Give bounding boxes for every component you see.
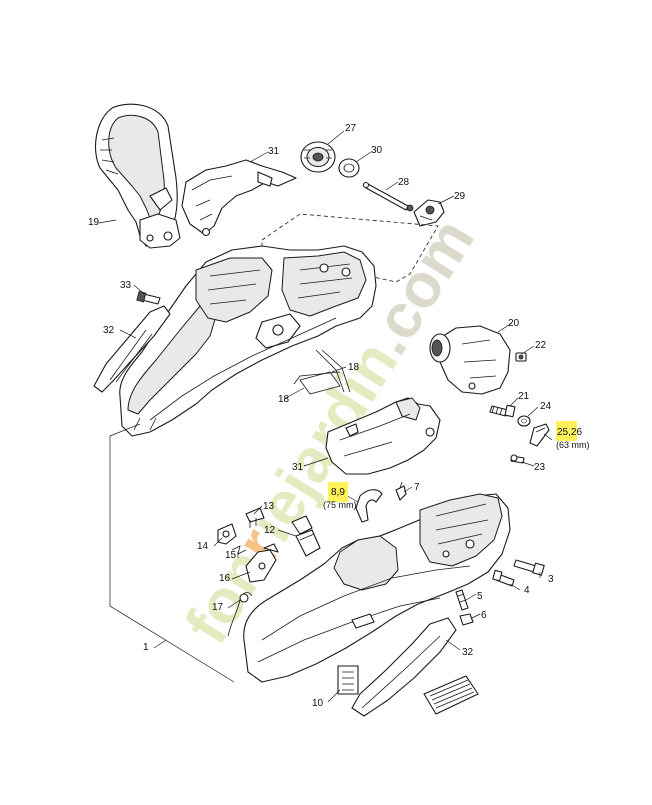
spring-part-13 xyxy=(245,507,265,528)
label-32-top: 32 xyxy=(103,325,115,336)
label-25-26: 25,26 xyxy=(557,427,582,438)
label-16: 16 xyxy=(219,573,231,584)
screw-part-33 xyxy=(136,290,161,305)
highlight-8-9 xyxy=(328,482,348,502)
label-31-lower: 31 xyxy=(292,462,304,473)
label-31-top: 31 xyxy=(268,146,280,157)
label-20: 20 xyxy=(508,318,520,329)
label-12: 12 xyxy=(264,525,276,536)
pin-part xyxy=(362,181,414,212)
nut-part-6 xyxy=(459,613,474,626)
label-21: 21 xyxy=(518,391,530,402)
label-5: 5 xyxy=(477,591,483,602)
label-24: 24 xyxy=(540,401,552,412)
highlight-25-26 xyxy=(556,421,577,441)
grip-strip-part-top xyxy=(93,305,171,393)
washer-part-24 xyxy=(517,415,531,427)
assembly-line-1 xyxy=(109,436,235,683)
screw-part-22 xyxy=(515,352,527,362)
label-28: 28 xyxy=(398,177,410,188)
bolt-part-4 xyxy=(492,569,515,587)
sprocket-part xyxy=(300,141,336,173)
label-3: 3 xyxy=(548,574,554,585)
label-17: 17 xyxy=(212,602,224,613)
label-14: 14 xyxy=(197,541,209,552)
label-7: 7 xyxy=(414,482,420,493)
grip-strip-part-lower xyxy=(351,617,457,717)
handlebar-part xyxy=(95,103,181,249)
bolt-part-21 xyxy=(489,404,516,418)
screw-part-7 xyxy=(395,481,407,501)
label-19: 19 xyxy=(88,217,100,228)
tank-housing xyxy=(243,493,511,683)
spring-clip-part-18 xyxy=(293,349,351,395)
label-6: 6 xyxy=(481,610,487,621)
label-32-lower: 32 xyxy=(462,647,474,658)
label-18-bottom: 18 xyxy=(278,394,290,405)
label-plate xyxy=(423,675,479,715)
label-8-9-note: (75 mm) xyxy=(323,500,357,510)
hose-part-25-26 xyxy=(529,423,550,447)
trigger-part-16 xyxy=(245,543,279,583)
screw-part-23 xyxy=(510,454,525,464)
assembly-line-1b xyxy=(109,423,141,437)
oil-pump-part xyxy=(413,199,445,227)
label-1: 1 xyxy=(143,642,149,653)
leader-lines xyxy=(98,130,553,703)
label-15: 15 xyxy=(225,550,237,561)
label-30: 30 xyxy=(371,145,383,156)
label-33: 33 xyxy=(120,280,132,291)
label-22: 22 xyxy=(535,340,547,351)
washer-part xyxy=(338,158,360,178)
switch-part-12 xyxy=(291,515,321,557)
label-8-9: 8,9 xyxy=(331,487,345,498)
spring-part-15 xyxy=(231,545,247,555)
label-18-top: 18 xyxy=(348,362,360,373)
shroud-part xyxy=(429,325,511,395)
label-23: 23 xyxy=(534,462,546,473)
crankcase-housing xyxy=(119,245,377,437)
label-25-26-note: (63 mm) xyxy=(556,440,590,450)
stud-part-5 xyxy=(455,589,469,611)
callout-labels: 1 3 4 5 6 7 8,9 (75 mm) 10 12 13 14 15 1… xyxy=(88,123,590,709)
cover-part-lower xyxy=(325,397,441,475)
hose-part-8-9 xyxy=(355,489,383,523)
cover-part-top xyxy=(181,159,297,237)
bolt-part-3 xyxy=(513,559,545,576)
label-13: 13 xyxy=(263,501,275,512)
label-10: 10 xyxy=(312,698,324,709)
lever-part-14 xyxy=(217,523,237,545)
label-4: 4 xyxy=(524,585,530,596)
label-27: 27 xyxy=(345,123,357,134)
label-29: 29 xyxy=(454,191,466,202)
warning-label-part xyxy=(337,665,359,695)
